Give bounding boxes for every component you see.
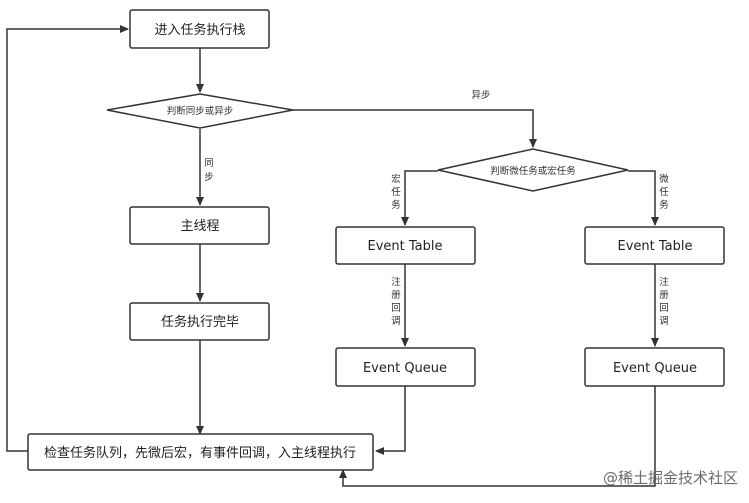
edge-macro-queue-to-check: [375, 386, 406, 455]
edge-labels: 异步 同 步 宏 任 务 微 任 务 注 册 回 调 注 册 回 调: [204, 90, 669, 327]
node-judge-micro-macro: [437, 148, 629, 192]
edge-async: [293, 109, 537, 148]
edge-label-async: 异步: [471, 90, 490, 101]
edge-label-macro-1: 宏: [391, 173, 401, 185]
label-macro-event-queue: Event Queue: [363, 361, 447, 376]
node-micro-event-table: [584, 226, 725, 265]
label-micro-event-table: Event Table: [618, 239, 693, 254]
nodes: [27, 9, 725, 471]
edge-label-register-left-2: 册: [391, 290, 401, 301]
edge-label-micro-3: 务: [659, 199, 669, 211]
edge-label-micro-1: 微: [659, 173, 669, 185]
node-macro-event-table: [335, 226, 476, 265]
node-main-thread: [129, 206, 270, 245]
node-check-queue: [27, 433, 374, 471]
label-judge-micro-macro: 判断微任务或宏任务: [490, 165, 576, 177]
edge-micro: [628, 170, 659, 226]
node-enter-stack: [129, 9, 270, 49]
label-macro-event-table: Event Table: [368, 239, 443, 254]
edge-label-sync-1: 同: [204, 158, 214, 169]
edge-label-register-right-2: 册: [659, 290, 669, 301]
edge-label-register-left-3: 回: [391, 303, 401, 314]
watermark: @稀土掘金技术社区: [603, 469, 738, 487]
edge-label-register-right-4: 调: [659, 316, 669, 327]
edge-label-sync-2: 步: [204, 172, 214, 183]
edge-label-register-left-4: 调: [391, 316, 401, 327]
label-main-thread: 主线程: [180, 219, 219, 234]
edge-loop-back: [6, 25, 129, 452]
edge-micro-queue-to-check: [339, 386, 656, 487]
label-check-queue: 检查任务队列，先微后宏，有事件回调，入主线程执行: [44, 445, 356, 461]
edges: [6, 25, 659, 487]
edge-label-register-right-1: 注: [659, 276, 669, 288]
node-micro-event-queue: [584, 347, 725, 387]
label-task-done: 任务执行完毕: [161, 314, 239, 330]
edge-label-register-left-1: 注: [391, 276, 401, 288]
node-labels: 进入任务执行栈 判断同步或异步 主线程 任务执行完毕 判断微任务或宏任务 Eve…: [44, 22, 697, 461]
edge-macro: [401, 170, 438, 226]
node-task-done: [129, 302, 270, 341]
edge-label-micro-2: 任: [659, 186, 669, 198]
label-judge-sync: 判断同步或异步: [167, 105, 234, 117]
node-judge-sync: [106, 93, 294, 129]
label-micro-event-queue: Event Queue: [613, 361, 697, 376]
edge-label-register-right-3: 回: [659, 303, 669, 314]
edge-label-macro-3: 务: [391, 199, 401, 211]
node-macro-event-queue: [335, 347, 476, 387]
edge-label-macro-2: 任: [391, 186, 401, 198]
label-enter-stack: 进入任务执行栈: [154, 22, 245, 38]
